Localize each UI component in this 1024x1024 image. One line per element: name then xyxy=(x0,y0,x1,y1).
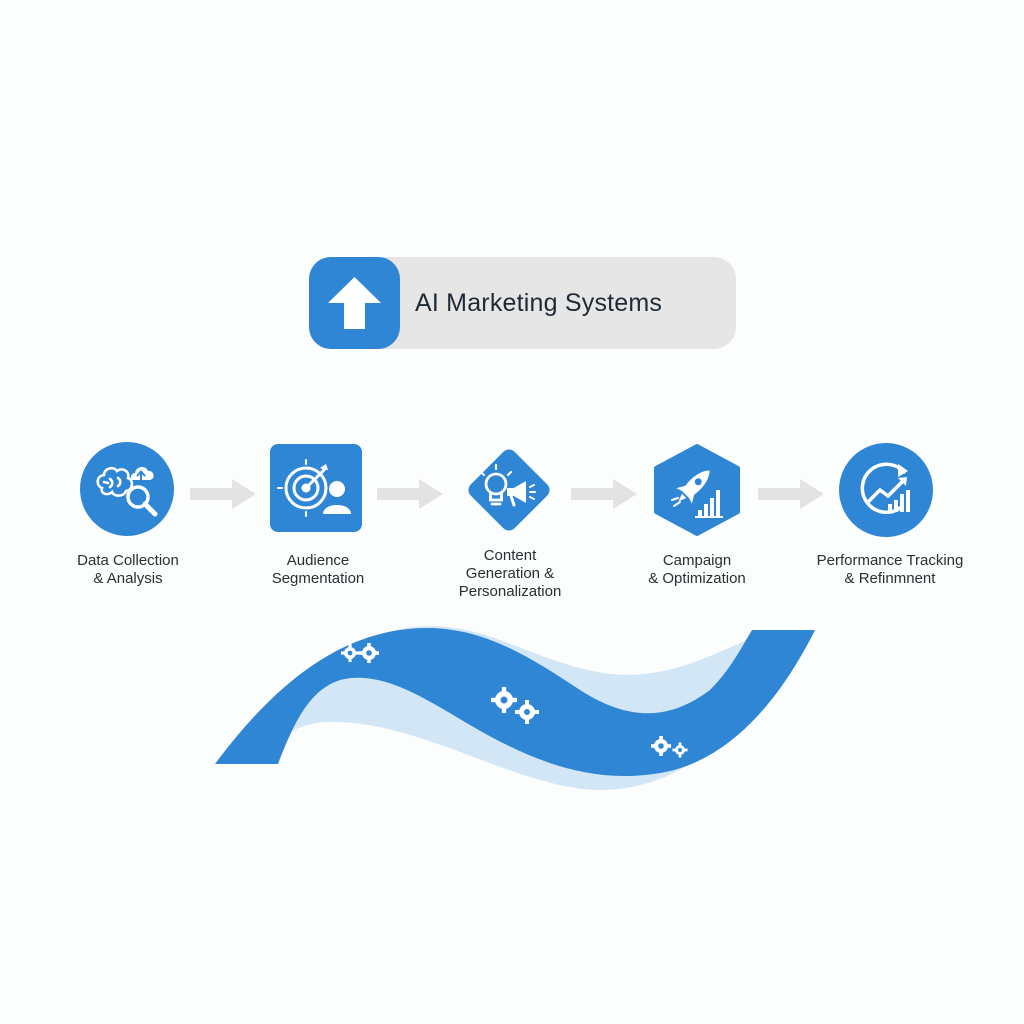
gears-icon xyxy=(341,643,379,663)
gears-icon xyxy=(651,736,688,758)
step-label-campaign-optimization: Campaign & Optimization xyxy=(648,552,746,587)
title-banner: AI Marketing Systems xyxy=(309,257,736,349)
step-label-performance-tracking: Performance Tracking & Refinmnent xyxy=(816,552,964,587)
arrow-right-icon xyxy=(758,479,824,509)
arrow-right-icon xyxy=(571,479,637,509)
step-label-audience-segmentation: Audience Segmentation xyxy=(271,552,365,587)
step-label-data-collection: Data Collection & Analysis xyxy=(77,552,179,587)
lightbulb-megaphone-icon xyxy=(456,437,562,548)
growth-refresh-icon xyxy=(838,442,934,543)
arrow-right-icon xyxy=(190,479,256,509)
rocket-chart-icon xyxy=(650,444,744,541)
arrow-right-icon xyxy=(377,479,443,509)
brain-cloud-search-icon xyxy=(80,442,174,541)
arrow-up-icon xyxy=(309,257,400,349)
page-title: AI Marketing Systems xyxy=(415,289,663,317)
gears-icon xyxy=(491,687,539,724)
target-user-icon xyxy=(270,444,362,537)
step-label-content-generation: Content Generation & Personalization xyxy=(458,547,562,600)
